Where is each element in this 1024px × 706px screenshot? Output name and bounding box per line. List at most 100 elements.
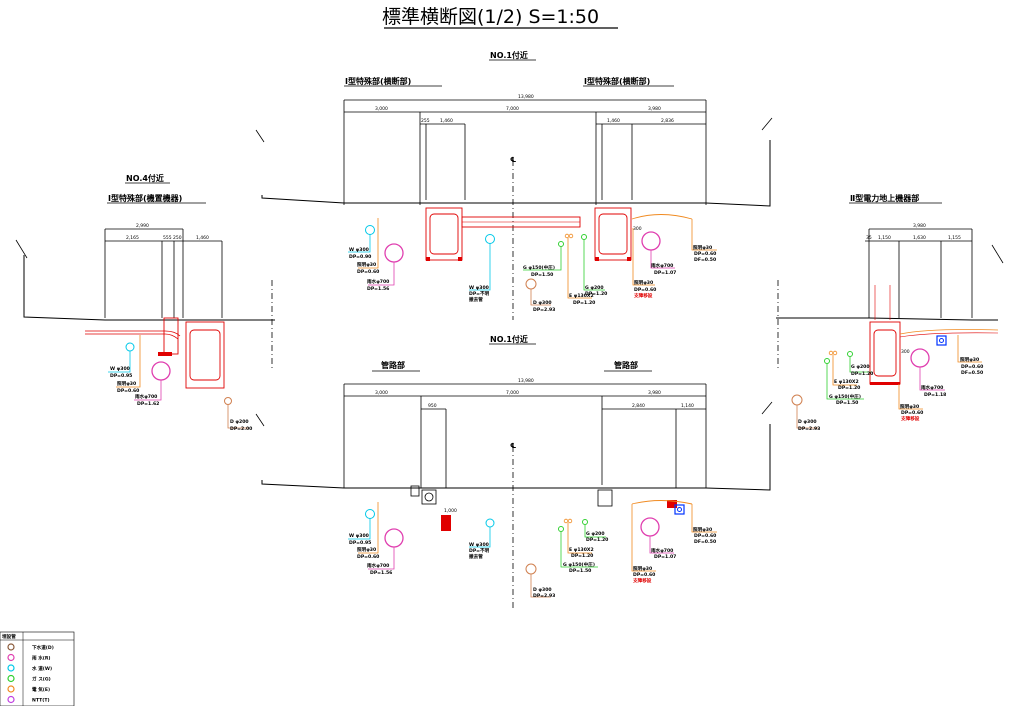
dim-left-total: 2,990 — [136, 223, 149, 229]
utility-label: G φ200 — [586, 531, 605, 537]
utility-label: DP=0.60 — [357, 554, 379, 560]
utility-label: 照明φ30 — [693, 244, 712, 251]
utility-label: DP=0.60 — [961, 364, 983, 370]
utility-label: 支障移設 — [634, 292, 653, 299]
utility-label: E φ130X2 — [834, 379, 859, 385]
section-title-left: Ⅰ型特殊部(機置機器) — [108, 193, 182, 203]
dim-right-d: 1,155 — [948, 235, 961, 241]
legend-header: 埋設管 — [2, 633, 16, 640]
dim-top-sub-right-a: 1,460 — [607, 118, 620, 124]
utility-label: DF=0.50 — [961, 370, 983, 376]
utility-label: G φ150(中圧) — [563, 561, 595, 568]
legend-swatch-icon — [7, 685, 15, 693]
utility-label: 照明φ30 — [357, 261, 376, 268]
dim-bottom-sub-left: 950 — [428, 403, 437, 409]
utility-label: 雨水φ700 — [367, 562, 389, 569]
legend-swatch-icon — [7, 664, 15, 672]
legend-label: 下水道(D) — [32, 644, 54, 651]
utility-label: DP=1.56 — [370, 570, 392, 576]
utility-label: 撤去管 — [469, 296, 483, 303]
utility-label: 撤去管 — [469, 553, 483, 560]
utility-label: DP=2.93 — [798, 426, 820, 432]
legend: 埋設管 下水道(D)雨 水(R)水 道(W)ガ ス(G)電 気(E)NTT(T) — [0, 631, 75, 706]
utility-label: W φ300 — [469, 285, 489, 291]
utility-label: 照明φ30 — [693, 526, 712, 533]
utility-label: W φ300 — [110, 366, 130, 372]
centerline-bottom: ℄ — [510, 442, 516, 450]
utility-label: D φ200 — [230, 419, 249, 425]
section-title-bottom-right: 管路部 — [614, 360, 638, 370]
legend-swatch-icon — [7, 653, 15, 662]
dim-top-box-offset: 300 — [633, 226, 642, 232]
dim-right-b: 1,150 — [878, 235, 891, 241]
utility-label: DP=1.20 — [571, 553, 593, 559]
utility-label: 雨水φ700 — [651, 262, 673, 269]
legend-label: 電 気(E) — [32, 686, 50, 693]
utility-label: DP=不明 — [469, 547, 490, 554]
utility-label: D φ300 — [533, 587, 552, 593]
section-title-right: Ⅱ型電力地上機器部 — [850, 193, 919, 203]
dim-top-sub-right-b: 2,836 — [661, 118, 674, 124]
utility-label: DP=1.62 — [137, 401, 159, 407]
section-left: NO.4付近 Ⅰ型特殊部(機置機器) 2,990 2,165 555 250 1… — [15, 173, 275, 432]
utility-label: 雨水φ700 — [135, 393, 157, 400]
utility-label: DP=0.60 — [694, 533, 716, 539]
section-right: Ⅱ型電力地上機器部 3,980 35 1,150 1,630 1,155 300… — [776, 193, 1004, 432]
dim-left-b: 555 — [163, 235, 172, 241]
utility-label: DF=0.50 — [694, 539, 716, 545]
utility-label: DF=0.50 — [694, 257, 716, 263]
dim-left-d: 1,460 — [196, 235, 209, 241]
dim-right-c: 1,630 — [913, 235, 926, 241]
utility-label: DP=1.50 — [569, 568, 591, 574]
utility-label: D φ300 — [798, 419, 817, 425]
utility-label: DP=0.90 — [349, 254, 371, 260]
legend-label: ガ ス(G) — [32, 676, 51, 683]
utility-label: DP=1.56 — [367, 286, 389, 292]
dim-bottom-depth: 1,000 — [444, 508, 457, 514]
dim-top-sub-left-a: 255 — [421, 118, 430, 124]
dim-bottom-left: 3,000 — [375, 390, 388, 396]
utility-label: G φ200 — [851, 364, 870, 370]
dim-right-box-offset: 300 — [901, 349, 910, 355]
dim-bottom-sub-right-b: 1,140 — [681, 403, 694, 409]
utility-label: DP=0.60 — [901, 410, 923, 416]
location-label-left: NO.4付近 — [126, 173, 164, 183]
utility-label: DP=1.20 — [586, 537, 608, 543]
utility-label: DP=1.20 — [585, 291, 607, 297]
utility-label: 照明φ30 — [634, 279, 653, 286]
utility-label: G φ200 — [585, 285, 604, 291]
utility-label: 支障移設 — [901, 415, 920, 422]
utility-label: DP=1.07 — [654, 270, 676, 276]
utility-label: DP=2.00 — [230, 426, 252, 432]
utility-label: 雨水φ700 — [651, 547, 673, 554]
dim-top-total: 13,980 — [518, 94, 534, 100]
section-title-bottom-left: 管路部 — [381, 360, 405, 370]
section-title-top-right: Ⅰ型特殊部(横断部) — [584, 76, 650, 86]
utility-label: DP=0.60 — [634, 287, 656, 293]
utility-label: E φ130X2 — [569, 293, 594, 299]
utility-label: 雨水φ700 — [367, 278, 389, 285]
utility-label: DP=1.07 — [654, 554, 676, 560]
utility-label: DP=0.60 — [633, 572, 655, 578]
dim-top-center: 7,000 — [506, 106, 519, 112]
utility-label: DP=不明 — [469, 290, 490, 297]
utility-label: DP=1.20 — [838, 385, 860, 391]
dim-left-a: 2,165 — [126, 235, 139, 241]
dim-right-total: 3,980 — [913, 223, 926, 229]
legend-swatch-icon — [7, 674, 15, 683]
utility-label: DP=1.20 — [851, 371, 873, 377]
legend-label: NTT(T) — [32, 698, 50, 704]
utility-label: DP=0.60 — [694, 251, 716, 257]
dim-bottom-right: 3,980 — [648, 390, 661, 396]
utility-label: DP=2.93 — [533, 593, 555, 599]
utility-label: D φ300 — [533, 300, 552, 306]
legend-swatch-icon — [7, 695, 15, 704]
utility-label: 雨水φ700 — [921, 384, 943, 391]
utility-label: DP=1.50 — [531, 272, 553, 278]
utility-label: G φ150(中圧) — [523, 264, 555, 271]
dim-top-right: 3,980 — [648, 106, 661, 112]
utility-label: 支障移設 — [633, 577, 652, 584]
dim-bottom-total: 13,980 — [518, 378, 534, 384]
utility-label: W φ300 — [349, 247, 369, 253]
